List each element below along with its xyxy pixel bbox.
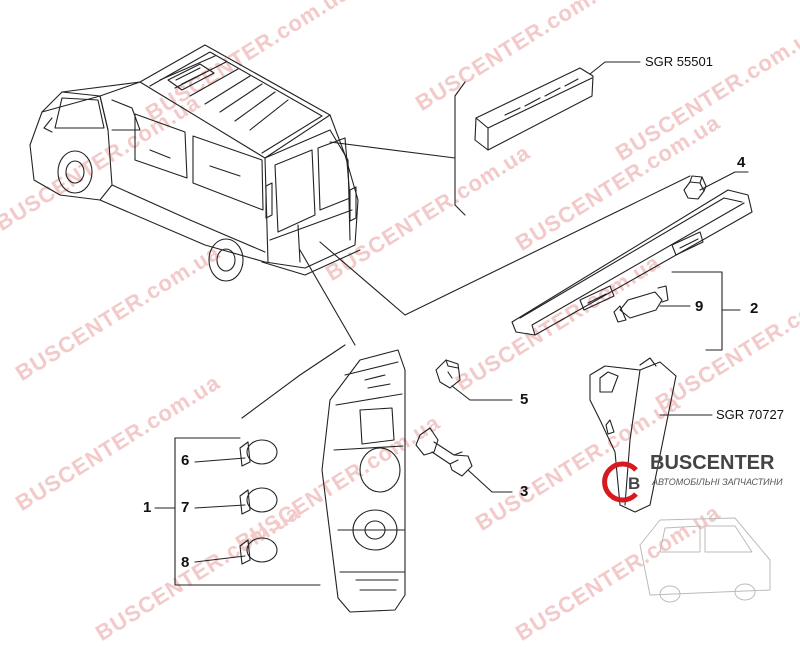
callout-5: 5 xyxy=(520,391,529,408)
licence-light-bar xyxy=(511,189,753,336)
callout-1: 1 xyxy=(143,499,152,516)
callout-2: 2 xyxy=(750,300,759,317)
clip-part xyxy=(435,359,513,401)
tail-bulbs xyxy=(239,439,278,565)
callout-8: 8 xyxy=(181,554,190,571)
logo-name: BUSCENTER xyxy=(650,452,775,474)
van-illustration xyxy=(29,44,361,282)
callout-4: 4 xyxy=(737,154,746,171)
tail-lamp xyxy=(321,349,406,613)
callout-9: 9 xyxy=(695,298,704,315)
logo-mark: B xyxy=(602,461,640,503)
screw-part xyxy=(415,427,513,493)
nut-part xyxy=(683,171,749,200)
ref-label-brake-light: SGR 55501 xyxy=(645,54,713,69)
callout-6: 6 xyxy=(181,452,190,469)
side-marker-lamp xyxy=(589,357,713,513)
svg-text:B: B xyxy=(628,474,640,493)
logo-van xyxy=(639,517,771,603)
ref-label-side-lamp: SGR 70727 xyxy=(716,407,784,422)
logo-subtitle: АВТОМОБІЛЬНІ ЗАПЧАСТИНИ xyxy=(652,477,783,487)
callout-7: 7 xyxy=(181,499,190,516)
buscenter-logo: BUSCENTER АВТОМОБІЛЬНІ ЗАПЧАСТИНИ xyxy=(608,448,788,498)
festoon-bulb xyxy=(613,285,691,323)
diagram-drawing: B xyxy=(29,44,771,613)
high-mount-brake-light xyxy=(474,61,641,151)
callout-3: 3 xyxy=(520,483,529,500)
